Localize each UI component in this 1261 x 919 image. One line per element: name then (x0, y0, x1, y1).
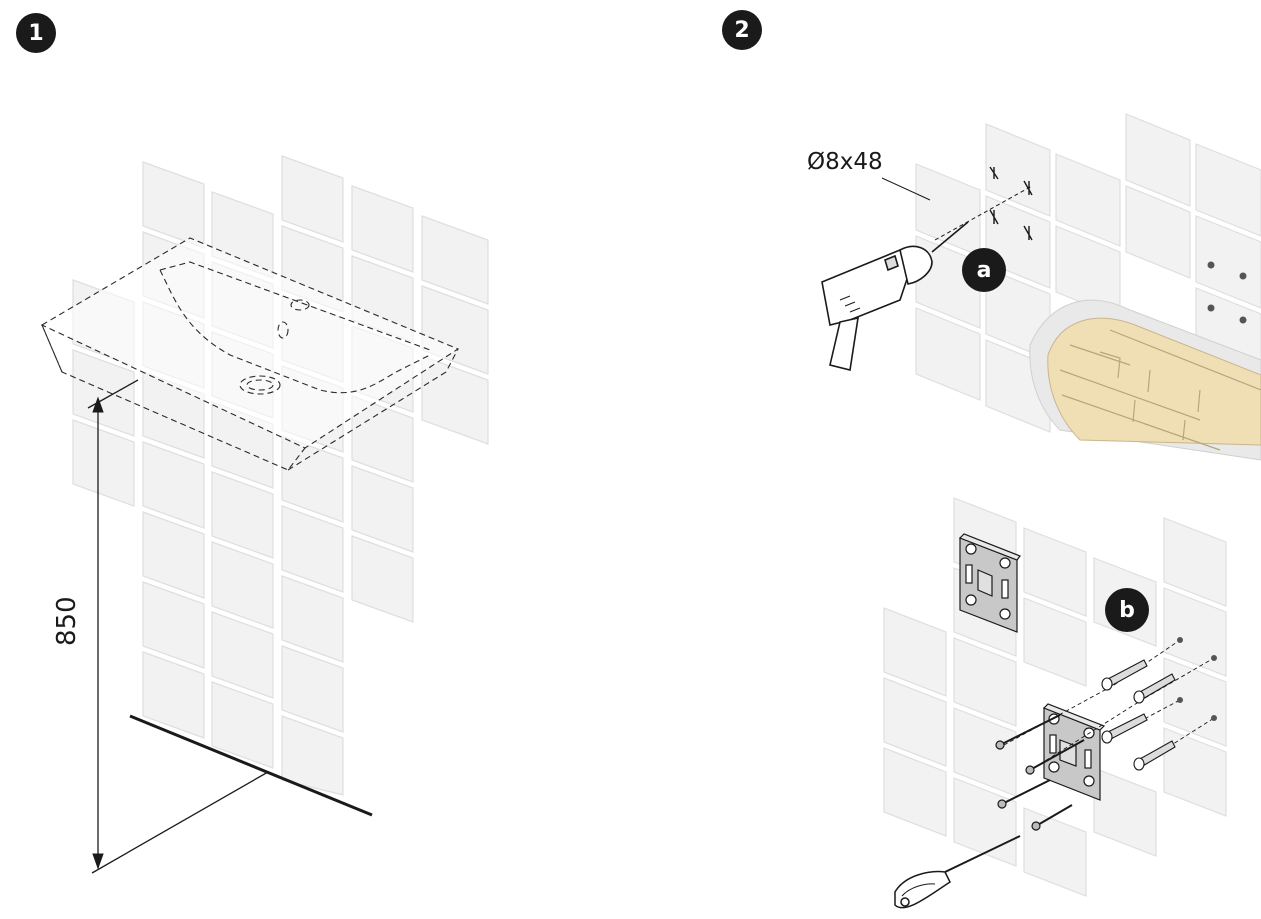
step-2-number: 2 (734, 17, 750, 43)
sub-step-b-badge: b (1105, 588, 1149, 632)
drill-label-leader (881, 177, 931, 201)
screw-icon (995, 714, 1085, 831)
washbasin-outline (40, 237, 460, 471)
step2b-wall-tiles (883, 497, 1227, 897)
step-1-badge: 1 (16, 13, 56, 53)
height-dimension (87, 379, 373, 874)
drill-icon (821, 221, 969, 371)
step2a-wall-tiles (915, 113, 1261, 433)
screwdriver-icon (894, 835, 1021, 909)
step-2-badge: 2 (722, 10, 762, 50)
plug-guide-lines (1003, 639, 1215, 769)
drilled-holes (1207, 261, 1247, 324)
brick-wall-cutaway (1029, 299, 1261, 461)
sub-step-a-badge: a (962, 248, 1006, 292)
height-dimension-label: 850 (52, 560, 82, 646)
drill-size-value: Ø8x48 (807, 149, 883, 175)
bracket-holes (1177, 637, 1217, 721)
wall-plug-icon (1101, 659, 1176, 771)
step1-wall-tiles (72, 155, 489, 796)
sub-step-a-label: a (976, 257, 992, 283)
step-1-number: 1 (28, 20, 44, 46)
drill-marks (934, 166, 1033, 241)
drill-size-label: Ø8x48 (807, 149, 883, 175)
sub-step-b-label: b (1119, 597, 1135, 623)
height-value: 850 (52, 596, 82, 646)
wall-bracket-icon (958, 533, 1021, 633)
